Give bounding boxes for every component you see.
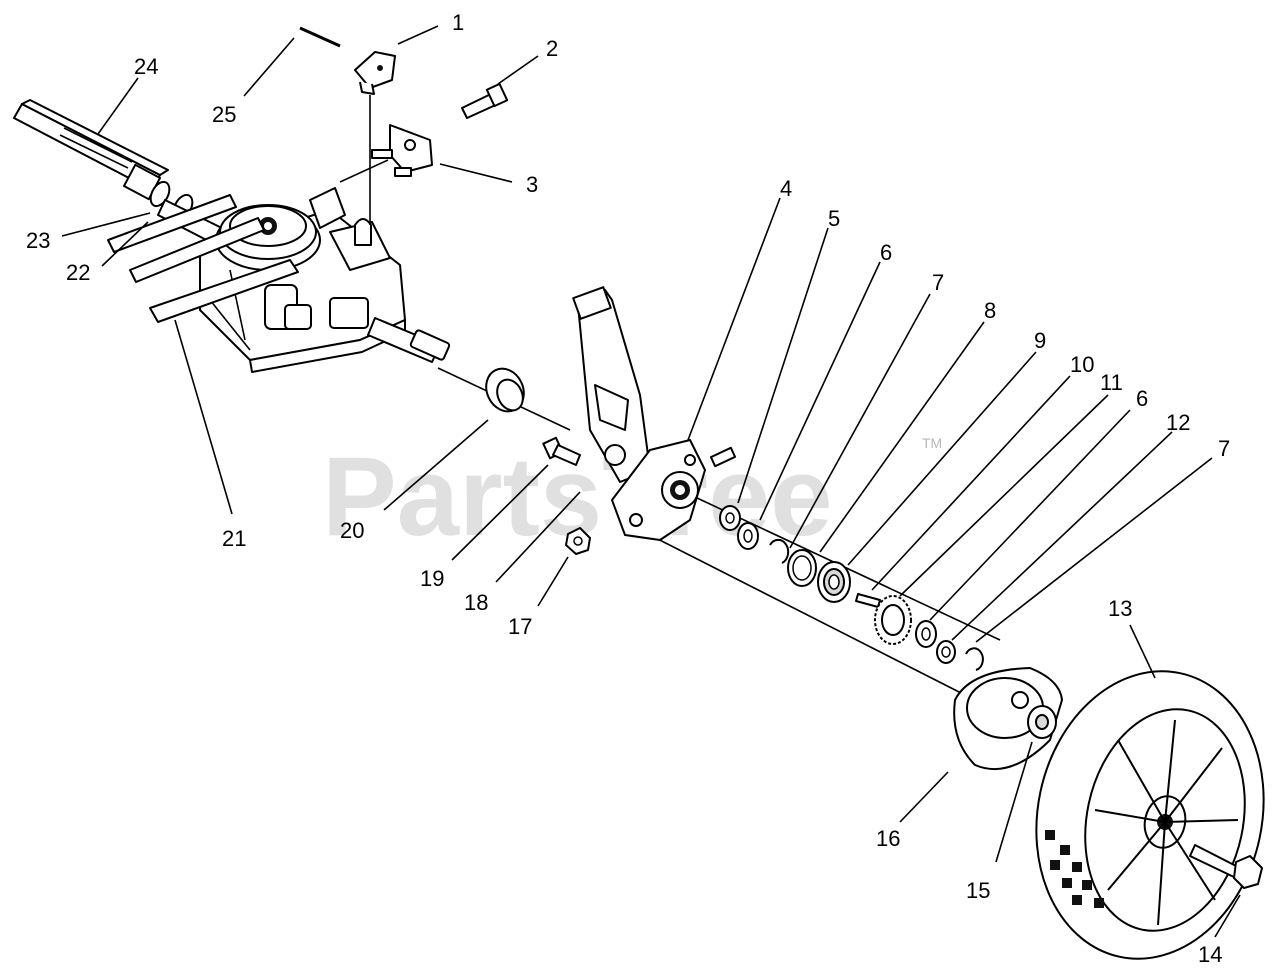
part-25-pin xyxy=(299,26,341,48)
part-18-lever xyxy=(572,286,651,483)
callout-15: 15 xyxy=(966,878,990,903)
callout-13: 13 xyxy=(1108,596,1132,621)
callout-25: 25 xyxy=(212,102,236,127)
part-6-washer xyxy=(737,522,759,550)
callout-22: 22 xyxy=(66,260,90,285)
part-15-washer xyxy=(1027,705,1057,739)
watermark-trademark: TM xyxy=(922,435,942,451)
part-12-spacer xyxy=(936,640,956,664)
callout-24: 24 xyxy=(134,54,158,79)
part-7-clip xyxy=(769,538,790,564)
callout-21: 21 xyxy=(222,526,246,551)
part-14-axle-bolt xyxy=(1189,844,1263,889)
leader-lines xyxy=(61,25,1241,938)
callout-23: 23 xyxy=(26,228,50,253)
callout-7b: 7 xyxy=(1218,436,1230,461)
part-8-ring xyxy=(787,549,817,587)
callout-16: 16 xyxy=(876,826,900,851)
callout-17: 17 xyxy=(508,614,532,639)
frame-tubes xyxy=(107,194,299,323)
part-10-key xyxy=(855,593,881,608)
part-19-bolt xyxy=(542,436,581,466)
part-11-gear xyxy=(874,595,912,645)
drive-shaft xyxy=(13,99,231,249)
callout-11: 11 xyxy=(1100,370,1123,395)
callout-10: 10 xyxy=(1070,352,1094,377)
callout-8: 8 xyxy=(984,298,996,323)
callout-3: 3 xyxy=(526,172,538,197)
callout-18: 18 xyxy=(464,590,488,615)
callout-5: 5 xyxy=(828,206,840,231)
callout-12: 12 xyxy=(1166,410,1190,435)
output-shaft xyxy=(367,317,451,363)
callout-14: 14 xyxy=(1198,942,1222,967)
callout-1: 1 xyxy=(452,10,464,35)
callout-20: 20 xyxy=(340,518,364,543)
part-6b-washer xyxy=(915,620,937,648)
callout-7: 7 xyxy=(932,270,944,295)
part-5-washer xyxy=(719,505,741,531)
part-4-adjuster-plate xyxy=(611,439,737,541)
callout-4: 4 xyxy=(780,176,792,201)
part-1-cap xyxy=(354,51,396,95)
part-13-wheel xyxy=(1035,670,1265,960)
callout-9: 9 xyxy=(1034,328,1046,353)
callout-6b: 6 xyxy=(1136,386,1148,411)
callout-labels: 1 2 3 4 5 6 7 8 9 10 11 6 12 7 13 14 15 … xyxy=(26,10,1230,967)
callout-19: 19 xyxy=(420,566,444,591)
part-20-bushing xyxy=(485,367,525,413)
callout-6: 6 xyxy=(880,240,892,265)
callout-2: 2 xyxy=(546,36,558,61)
part-17-nut xyxy=(565,527,591,555)
part-9-bearing xyxy=(817,561,851,603)
part-2-bolt xyxy=(461,82,509,119)
part-7b-clip xyxy=(965,647,984,671)
part-3-bracket xyxy=(371,124,433,177)
